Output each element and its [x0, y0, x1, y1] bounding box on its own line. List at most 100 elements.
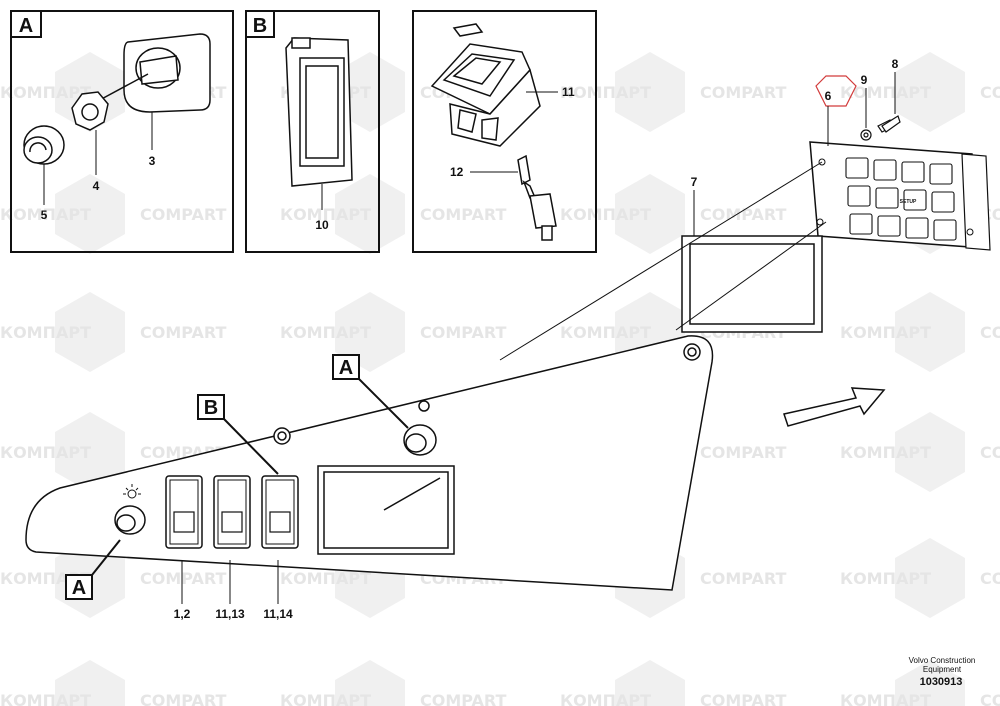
watermark-text-b: COMPART	[420, 323, 507, 342]
footer: Volvo Construction Equipment 1030913	[909, 656, 976, 688]
watermark-text-a: КОМПАРТ	[560, 205, 651, 224]
watermark-tile: КОМПАРТ COMPART	[280, 174, 507, 254]
callout-3: 3	[149, 154, 156, 168]
callout-6: 6	[825, 89, 832, 103]
switch-bank	[165, 475, 299, 549]
callout-11: 11	[562, 85, 575, 99]
watermark-text-b: COMPART	[700, 83, 787, 102]
watermark-text-b: COMPART	[980, 443, 1000, 462]
detail-box-switch: 11 12	[412, 10, 597, 253]
dimmer-knob-housing	[95, 33, 211, 113]
light-icon	[123, 484, 141, 499]
keypad-key-r2-c1	[847, 185, 871, 207]
brand-line-2: Equipment	[923, 665, 962, 674]
keypad-key-r3-c1	[849, 213, 873, 235]
washer	[860, 129, 872, 141]
leaders-switch	[470, 91, 558, 173]
watermark-text-a: КОМПАРТ	[0, 323, 91, 342]
keypad-key-r2-c4	[931, 191, 955, 213]
flood-light-switch-1	[213, 475, 251, 549]
callout-6-highlight	[815, 75, 857, 107]
console-knob-right	[403, 400, 437, 456]
watermark-text-b: COMPART	[700, 569, 787, 588]
watermark-text-b: COMPART	[700, 443, 787, 462]
detail-box-a: A 3 4 5	[10, 10, 234, 253]
callout-11-13: 11,13	[215, 607, 245, 621]
dashboard-console: 7	[25, 161, 827, 621]
keypad-key-r1-c2	[873, 159, 897, 181]
keypad-module: SETUP 6 9 8	[809, 57, 991, 251]
keypad-key-r1-c1	[845, 157, 869, 179]
keypad-key-r2-c2	[875, 187, 899, 209]
knob-cap	[23, 125, 65, 165]
watermark-text-b: COMPART	[700, 691, 787, 706]
callout-9: 9	[861, 73, 868, 87]
svg-text:A: A	[339, 357, 353, 379]
watermark-text-b: COMPART	[140, 569, 227, 588]
watermark-text-b: COMPART	[700, 205, 787, 224]
callout-box-a-top: A	[332, 354, 409, 429]
watermark-text-b: COMPART	[140, 323, 227, 342]
watermark-tile: КОМПАРТ COMPART	[560, 174, 787, 254]
keypad-key-r1-c4	[929, 163, 953, 185]
watermark-tile: КОМПАРТ COMPART	[280, 292, 507, 372]
callout-11-14: 11,14	[263, 607, 293, 621]
watermark-text-b: COMPART	[420, 205, 507, 224]
keypad-key-r1-c3	[901, 161, 925, 183]
flood-light-switch-2	[261, 475, 299, 549]
callout-4: 4	[93, 179, 100, 193]
watermark-text-a: КОМПАРТ	[560, 83, 651, 102]
keypad-setup-label: SETUP	[900, 199, 917, 205]
callout-8: 8	[892, 57, 899, 71]
watermark-text-a: КОМПАРТ	[0, 443, 91, 462]
switch-blank-cover	[285, 37, 353, 187]
callout-5: 5	[41, 208, 48, 222]
watermark-text-a: КОМПАРТ	[560, 323, 651, 342]
work-light-switch	[165, 475, 203, 549]
callout-10: 10	[315, 218, 329, 232]
watermark-text-b: COMPART	[980, 691, 1000, 706]
callout-12: 12	[450, 165, 464, 179]
watermark-tile: КОМПАРТ COMPART	[840, 52, 1000, 132]
watermark-tile: КОМПАРТ COMPART	[0, 660, 227, 706]
display-gasket	[681, 235, 823, 333]
callout-7: 7	[691, 175, 698, 189]
watermark-text-a: КОМПАРТ	[0, 205, 91, 224]
watermark-text-a: КОМПАРТ	[0, 83, 91, 102]
watermark-text-b: COMPART	[980, 83, 1000, 102]
watermark-text-a: КОМПАРТ	[0, 691, 91, 706]
detail-box-a-label: A	[19, 15, 33, 37]
watermark-text-b: COMPART	[980, 323, 1000, 342]
display-cutout	[317, 465, 455, 555]
detail-box-b-label: B	[253, 15, 267, 37]
mounting-holes	[273, 343, 701, 445]
svg-text:B: B	[204, 397, 218, 419]
keypad-key-r3-c2	[877, 215, 901, 237]
watermark-text-b: COMPART	[420, 691, 507, 706]
detail-box-b: B 10	[245, 10, 380, 253]
screw	[877, 115, 901, 133]
keypad-key-r2-c3	[903, 189, 927, 211]
watermark-text-b: COMPART	[980, 569, 1000, 588]
brand-line-1: Volvo Construction	[909, 656, 976, 665]
watermark-tile: КОМПАРТ COMPART	[560, 52, 787, 132]
watermark-text-a: КОМПАРТ	[280, 205, 371, 224]
watermark-text-b: COMPART	[140, 691, 227, 706]
watermark-tile: КОМПАРТ COMPART	[560, 660, 787, 706]
watermark-text-a: КОМПАРТ	[560, 691, 651, 706]
watermark-text-a: КОМПАРТ	[840, 83, 931, 102]
plug-connector	[517, 154, 557, 241]
keypad-key-r3-c3	[905, 217, 929, 239]
watermark-text-a: КОМПАРТ	[280, 569, 371, 588]
callout-box-a-bottom: A	[65, 539, 121, 600]
direction-arrow	[783, 387, 886, 427]
console-knob-left	[114, 505, 146, 535]
watermark-text-a: КОМПАРТ	[280, 323, 371, 342]
rocker-switch	[430, 23, 541, 147]
